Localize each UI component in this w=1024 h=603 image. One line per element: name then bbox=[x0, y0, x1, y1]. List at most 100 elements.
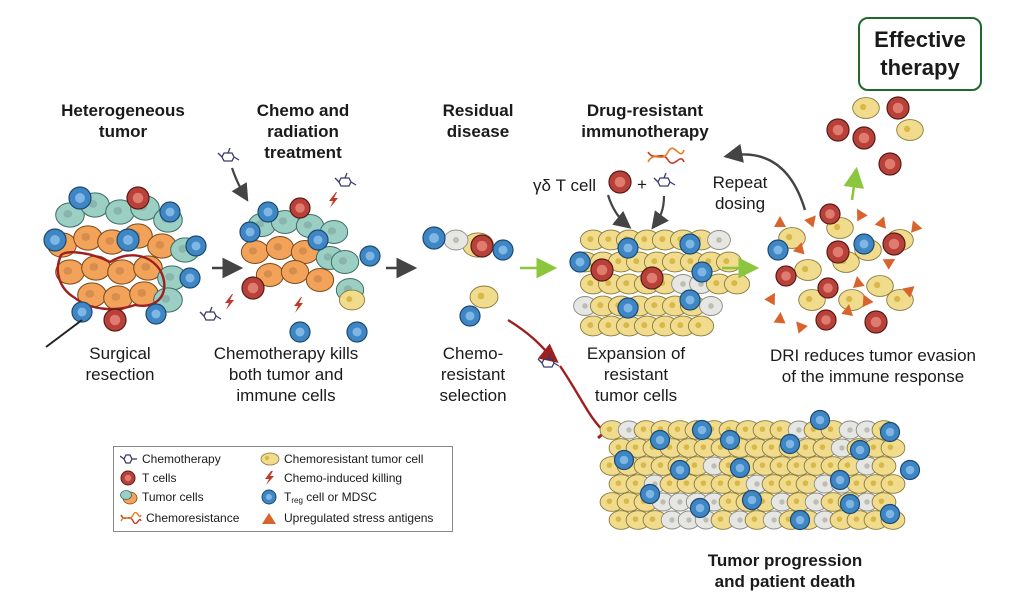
treg-cell bbox=[849, 439, 871, 461]
treg-cell bbox=[569, 251, 591, 273]
lightning-icon bbox=[225, 294, 234, 310]
stress-antigen bbox=[852, 276, 865, 288]
label-plus: + bbox=[637, 175, 647, 194]
t-cell bbox=[864, 310, 888, 334]
tumor-cell bbox=[265, 235, 295, 261]
resistant-cell bbox=[650, 456, 676, 476]
treg-cell bbox=[669, 459, 691, 481]
treg-cell bbox=[809, 409, 831, 431]
caption-surgical: Surgical resection bbox=[85, 344, 155, 384]
legend-label-tumor-cells: Tumor cells bbox=[142, 490, 204, 504]
legend-item-chemotherapy: Chemotherapy bbox=[120, 450, 221, 468]
t-cell bbox=[817, 277, 839, 299]
t-cell bbox=[241, 276, 265, 300]
t-cell bbox=[882, 232, 906, 256]
arrow-red-down bbox=[507, 318, 559, 364]
treg-cell bbox=[617, 297, 639, 319]
lightning-icon bbox=[329, 192, 338, 208]
dna-icon bbox=[120, 512, 142, 524]
resistant-cell bbox=[723, 273, 751, 295]
treg-cell bbox=[179, 267, 201, 289]
resistant-cell bbox=[616, 492, 642, 512]
resistant-cell bbox=[615, 273, 643, 295]
resistant-cell bbox=[752, 456, 778, 476]
stromal-cell bbox=[813, 510, 837, 530]
t-cell bbox=[289, 197, 311, 219]
scalpel bbox=[45, 319, 83, 348]
legend-item-tcells: T cells bbox=[120, 469, 176, 487]
stage-title-effective: Effective therapy bbox=[858, 17, 982, 91]
stromal-cell bbox=[830, 438, 854, 458]
t-cell bbox=[852, 126, 876, 150]
chemotherapy-icon bbox=[217, 147, 240, 162]
resistant-cell bbox=[838, 289, 866, 311]
legend: Chemotherapy T cells Tumor cells Chemore… bbox=[113, 446, 453, 532]
resistant-cell bbox=[880, 474, 906, 494]
tumor-cell bbox=[105, 199, 135, 225]
legend-item-chemoresistant-cell: Chemoresistant tumor cell bbox=[260, 450, 423, 468]
t-cell bbox=[826, 118, 850, 142]
treg-cell bbox=[71, 301, 93, 323]
tumor-cell bbox=[330, 249, 360, 275]
t-cell bbox=[775, 265, 797, 287]
resistant-cell bbox=[633, 229, 661, 251]
stage-title-drug-resistant: Drug-resistant immunotherapy bbox=[581, 101, 709, 141]
legend-label-chemoresistant-cell: Chemoresistant tumor cell bbox=[284, 452, 424, 466]
resistant-cell bbox=[778, 227, 806, 249]
treg-cell bbox=[639, 483, 661, 505]
caption-chemo-kills: Chemotherapy kills both tumor and immune… bbox=[213, 344, 359, 405]
stress-antigen bbox=[792, 242, 805, 255]
arrow-chemo-1 bbox=[230, 167, 249, 202]
treg-cell bbox=[829, 469, 851, 491]
treg-cell bbox=[729, 457, 751, 479]
treg-cell bbox=[239, 221, 261, 243]
treg-cell bbox=[613, 449, 635, 471]
dri-cluster bbox=[764, 203, 923, 334]
arrow-green-up bbox=[843, 166, 865, 201]
effective-cluster bbox=[826, 96, 924, 176]
legend-item-chemoresistance: Chemoresistance bbox=[120, 509, 239, 527]
treg-cell bbox=[691, 419, 713, 441]
treg-cell bbox=[422, 226, 446, 250]
legend-item-stress-antigens: Upregulated stress antigens bbox=[260, 509, 433, 527]
treg-cell bbox=[779, 433, 801, 455]
resistant-cell bbox=[798, 289, 826, 311]
heterogeneous-tumor bbox=[43, 186, 207, 332]
legend-label-chemotherapy: Chemotherapy bbox=[142, 452, 221, 466]
resistant-cell bbox=[642, 510, 668, 530]
legend-item-chemo-killing: Chemo-induced killing bbox=[260, 469, 402, 487]
treg-cell bbox=[617, 237, 639, 259]
resistant-cell bbox=[579, 315, 607, 337]
resistant-cell bbox=[871, 456, 897, 476]
tumor-cell-icon bbox=[120, 490, 138, 505]
resection-outline bbox=[56, 251, 166, 311]
resistant-cell bbox=[829, 510, 855, 530]
resistant-cell bbox=[896, 119, 924, 141]
treg-cell bbox=[879, 421, 901, 443]
stromal-cell bbox=[787, 420, 811, 440]
tumor-cell bbox=[305, 267, 335, 293]
tumor-cell bbox=[103, 285, 133, 311]
treg-cell-icon bbox=[261, 489, 277, 505]
resistant-cell bbox=[820, 492, 846, 512]
chemotherapy-icon bbox=[334, 172, 357, 187]
caption-chemo-resistant: Chemo- resistant selection bbox=[439, 344, 507, 405]
treg-cell bbox=[789, 509, 811, 531]
progression-mass bbox=[599, 409, 921, 531]
stress-antigen bbox=[911, 220, 923, 233]
t-cell bbox=[590, 258, 614, 282]
resistant-cell bbox=[338, 289, 366, 311]
legend-label-chemo-killing: Chemo-induced killing bbox=[284, 471, 403, 485]
resistant-cell bbox=[735, 420, 761, 440]
t-cell bbox=[470, 234, 494, 258]
stress-antigen bbox=[774, 216, 786, 227]
treg-cell bbox=[879, 503, 901, 525]
resistant-cell bbox=[676, 438, 702, 458]
stromal-cell bbox=[707, 230, 731, 250]
chemo-radiation-tumor bbox=[239, 197, 381, 343]
treg-cell bbox=[679, 233, 701, 255]
resistant-cell bbox=[469, 285, 499, 309]
treg-cell bbox=[116, 228, 140, 252]
stromal-cell bbox=[443, 229, 469, 251]
resistant-cell bbox=[684, 456, 710, 476]
